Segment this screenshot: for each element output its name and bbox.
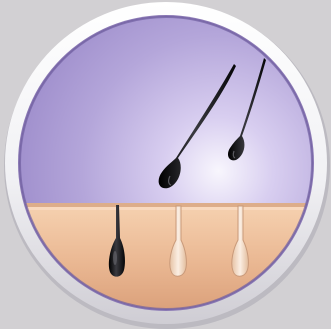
hair-removal-illustration — [0, 0, 331, 329]
hair-removal-illustration-icon — [0, 0, 331, 329]
